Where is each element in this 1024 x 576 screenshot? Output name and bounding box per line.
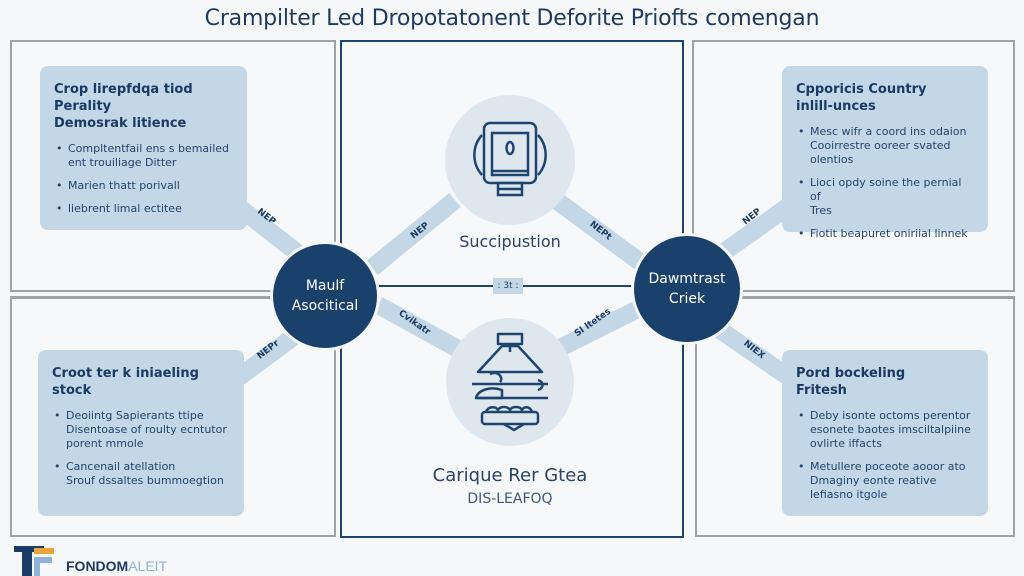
card-heading: Crop lirepfdqa tiod Perality Demosrak li… xyxy=(54,82,193,131)
card-heading: Croot ter k iniaeling stock xyxy=(52,366,199,398)
node-right[interactable]: Dawmtrast Criek xyxy=(634,236,740,342)
connector-left-bottom xyxy=(229,324,306,388)
list-item: liebrent limal ectitee xyxy=(56,202,233,216)
card-list: Mesc wifr a coord ins odaionCooirrestre … xyxy=(796,125,974,241)
connector-right-top xyxy=(714,197,796,263)
connector-center-bottom-right xyxy=(551,299,645,359)
card-bottom-left: Croot ter k iniaeling stock Deoiintg Sap… xyxy=(38,350,244,516)
page-title: Crampilter Led Dropotatonent Deforite Pr… xyxy=(204,6,820,31)
node-left[interactable]: Maulf Asocitical xyxy=(273,244,377,348)
brand-footer: FONDOMALEIT xyxy=(14,546,167,576)
card-bottom-right: Pord bockeling Fritesh Deby isonte octom… xyxy=(782,350,988,516)
card-top-right: Cpporicis Country inlill-unces Mesc wifr… xyxy=(782,66,988,241)
center-bottom-label: Carique Rer Gtea xyxy=(432,465,588,486)
connector-center-top-right xyxy=(550,192,646,270)
bottom-icon-circle xyxy=(446,318,574,446)
tf-logo-icon xyxy=(14,546,54,576)
connector-right-bottom xyxy=(714,322,796,386)
monitor-device-icon xyxy=(473,121,547,197)
connector-center-bottom-left xyxy=(373,297,465,358)
center-mid-badge: : 3t : xyxy=(493,278,523,294)
card-heading: Pord bockeling Fritesh xyxy=(796,366,906,398)
list-item: Mesc wifr a coord ins odaionCooirrestre … xyxy=(798,125,974,167)
food-station-icon xyxy=(472,332,548,432)
center-bottom-sublabel: DIS-LEAFOQ xyxy=(467,491,553,507)
connector-center-top-left xyxy=(366,193,461,275)
card-top-left: Crop lirepfdqa tiod Perality Demosrak li… xyxy=(40,66,247,230)
brand-name: FONDOMALEIT xyxy=(66,558,168,574)
center-top-label: Succipustion xyxy=(459,232,561,251)
list-item: Fiotit beapuret oniriial linnek xyxy=(798,227,974,241)
card-heading: Cpporicis Country inlill-unces xyxy=(796,82,927,114)
top-icon-circle xyxy=(445,95,575,225)
list-item: Marien thatt porivall xyxy=(56,179,233,193)
